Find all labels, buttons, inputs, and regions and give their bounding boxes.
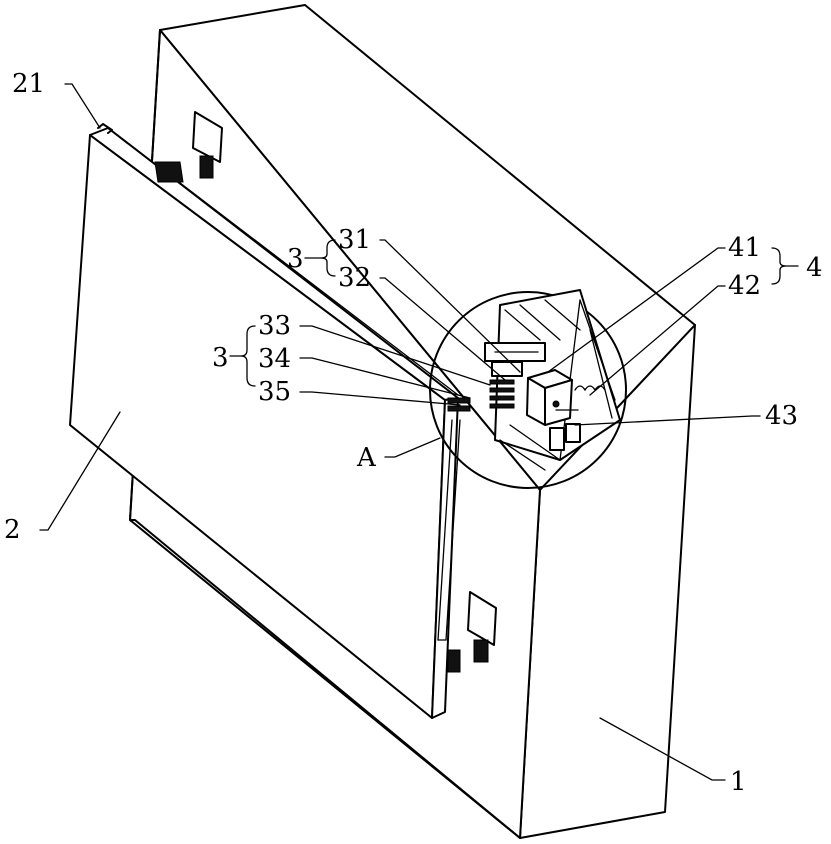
cube-41	[527, 370, 572, 425]
label-35: 35	[258, 377, 291, 407]
label-42: 42	[728, 271, 761, 301]
label-4: 4	[806, 253, 823, 283]
label-31: 31	[338, 225, 371, 255]
label-2: 2	[4, 515, 21, 545]
label-41: 41	[728, 233, 761, 263]
label-3-bottom: 3	[212, 343, 229, 373]
label-33: 33	[258, 311, 291, 341]
label-34: 34	[258, 344, 291, 374]
label-3-top: 3	[287, 244, 304, 274]
label-1: 1	[730, 767, 747, 797]
label-43: 43	[765, 401, 798, 431]
label-21: 21	[12, 69, 45, 99]
label-a: A	[356, 443, 377, 473]
label-32: 32	[338, 263, 371, 293]
